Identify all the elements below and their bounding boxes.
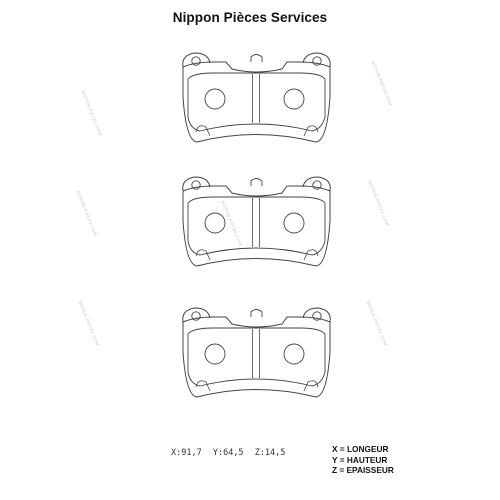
dimension-legend: X = LONGEUR Y = HAUTEUR Z = EPAISSEUR [332, 444, 394, 476]
legend-y: Y = HAUTEUR [332, 454, 388, 465]
dimension-x: X:91,7 [171, 448, 202, 458]
brand-title: Nippon Pièces Services [172, 10, 328, 25]
legend-z: Z = EPAISSEUR [332, 465, 394, 476]
brake-pad-2 [182, 176, 331, 267]
dimension-readout: X:91,7 Y:64,5 Z:14,5 [171, 448, 291, 458]
dimension-y: Y:64,5 [212, 448, 244, 458]
brake-pad-3 [182, 307, 331, 398]
legend-x: X = LONGEUR [332, 444, 389, 454]
dimension-z: Z:14,5 [254, 448, 286, 458]
brake-pad-1 [182, 52, 331, 143]
